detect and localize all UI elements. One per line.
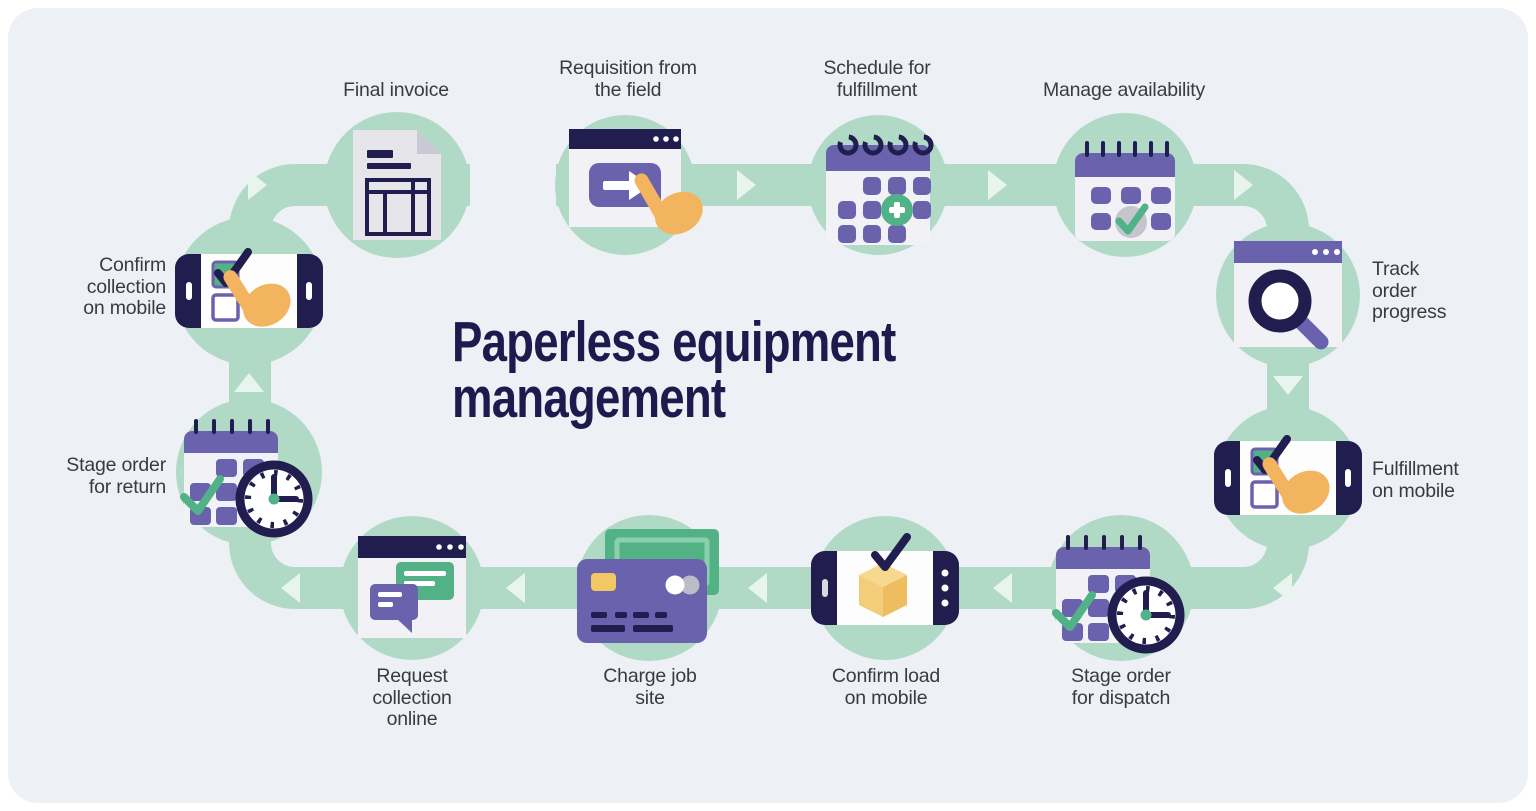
flow-arrow-right	[737, 170, 756, 200]
track-start-end-gap	[470, 158, 556, 212]
phone-package-icon	[811, 533, 959, 625]
calendar-clock-icon	[1052, 535, 1185, 654]
browser-chat-icon	[358, 536, 466, 638]
flow-arrow-up	[234, 373, 264, 392]
step-label-manage-availability: Manage availability	[1042, 79, 1206, 101]
page-title-line2: management	[452, 366, 726, 430]
calendar-clock-icon	[180, 419, 313, 538]
flow-arrow-left	[993, 573, 1012, 603]
step-label-stage-dispatch: Stage order for dispatch	[1071, 665, 1171, 709]
step-label-confirm-load: Confirm load on mobile	[831, 665, 941, 709]
step-label-schedule: Schedule for fulfillment	[823, 57, 931, 101]
step-label-request-collection: Request collection online	[372, 665, 452, 730]
flow-arrow-right	[248, 170, 267, 200]
step-label-final-invoice: Final invoice	[343, 79, 449, 101]
flow-arrow-left	[748, 573, 767, 603]
calendar-plus-icon	[826, 134, 934, 245]
flow-arrow-left	[281, 573, 300, 603]
step-label-track-order: Track order progress	[1372, 258, 1447, 323]
page-title: Paperless equipment management	[452, 310, 896, 430]
invoice-document-icon	[353, 130, 441, 240]
browser-submit-icon	[569, 129, 703, 235]
calendar-check-icon	[1075, 141, 1175, 241]
step-label-stage-return: Stage order for return	[66, 454, 166, 498]
flow-arrow-left	[506, 573, 525, 603]
flow-arrow-left	[1273, 573, 1292, 603]
flow-arrow-down	[1273, 376, 1303, 395]
step-label-confirm-collection: Confirm collection on mobile	[83, 254, 166, 319]
browser-magnifier-icon	[1234, 241, 1342, 350]
credit-card-money-icon	[577, 529, 719, 643]
phone-checkbox-icon	[1214, 435, 1362, 515]
phone-checkbox-icon	[175, 248, 323, 328]
flow-arrow-right	[988, 170, 1007, 200]
flow-arrow-right	[1234, 170, 1253, 200]
page-title-line1: Paperless equipment	[452, 310, 896, 374]
step-label-fulfillment-mobile: Fulfillment on mobile	[1372, 458, 1459, 502]
step-label-charge-job-site: Charge job site	[603, 665, 697, 709]
step-label-requisition: Requisition from the field	[559, 57, 697, 101]
